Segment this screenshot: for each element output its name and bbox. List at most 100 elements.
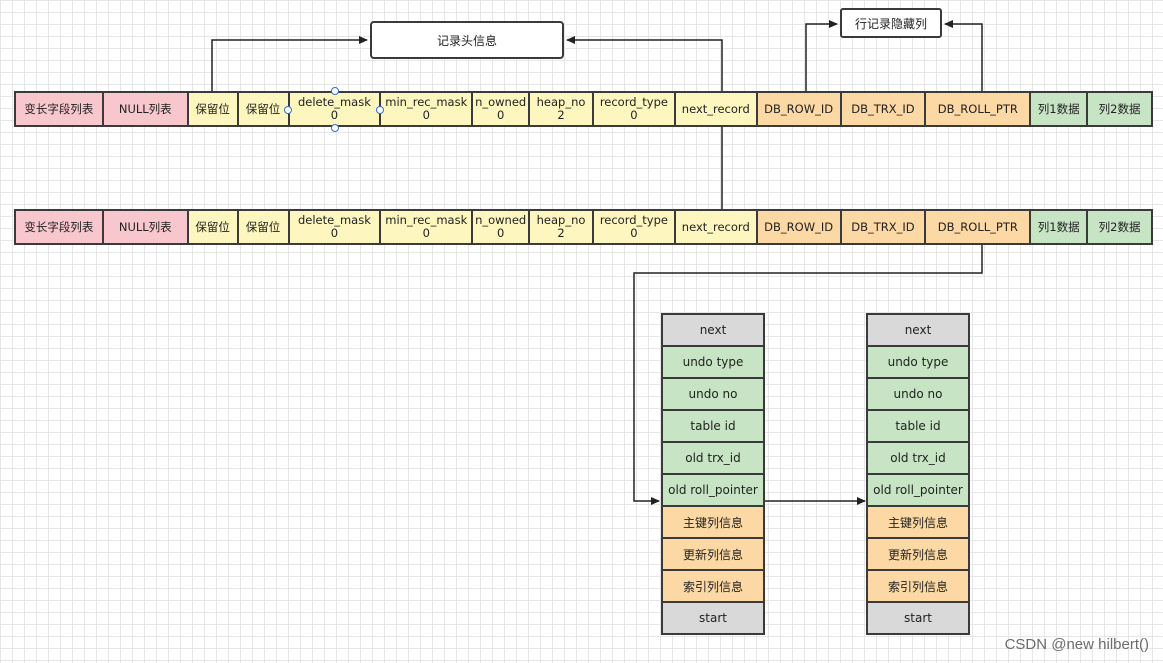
undo-field-old-trx-id: old trx_id	[661, 441, 765, 475]
cell-reserved-1: 保留位	[188, 93, 239, 125]
record-header-info-box: 记录头信息	[370, 21, 564, 59]
arrow-reserved-to-header	[211, 36, 368, 91]
hidden-columns-box: 行记录隐藏列	[840, 8, 942, 38]
arrow-roll-ptr-to-hidden	[944, 20, 983, 91]
cell-db-row-id: DB_ROW_ID	[757, 93, 842, 125]
cell-db-trx-id: DB_TRX_ID	[841, 93, 927, 125]
cell-label: record_type	[599, 213, 668, 227]
cell-label: delete_mask	[297, 213, 371, 227]
selection-handle-bottom[interactable]	[331, 124, 339, 132]
cell-label: 列2数据	[1098, 219, 1141, 234]
undo-field-start: start	[661, 601, 765, 635]
undo-field-index-columns-info: 索引列信息	[866, 569, 970, 603]
cell-label: next_record	[681, 219, 750, 234]
record-header-info-label: 记录头信息	[436, 33, 497, 48]
undo-field-updated-columns-info: 更新列信息	[866, 537, 970, 571]
undo-field-updated-columns-info: 更新列信息	[661, 537, 765, 571]
cell-column-2-data: 列2数据	[1088, 93, 1152, 125]
undo-field-primary-key-info: 主键列信息	[661, 505, 765, 539]
cell-value: 0	[496, 226, 505, 240]
undo-log-2: next undo type undo no table id old trx_…	[866, 313, 970, 635]
undo-field-old-roll-pointer: old roll_pointer	[866, 473, 970, 507]
cell-label: 保留位	[245, 219, 281, 234]
cell-label: n_owned	[475, 213, 527, 227]
hidden-columns-label: 行记录隐藏列	[854, 16, 927, 31]
cell-label: record_type	[599, 95, 668, 109]
cell-label: DB_ROLL_PTR	[937, 219, 1018, 234]
cell-column-1-data: 列1数据	[1031, 93, 1089, 125]
cell-label: 列1数据	[1037, 219, 1080, 234]
cell-value: 2	[557, 226, 565, 240]
cell-value: 0	[630, 226, 638, 240]
cell-label: 保留位	[245, 101, 281, 116]
cell-value: 0	[422, 226, 430, 240]
undo-field-primary-key-info: 主键列信息	[866, 505, 970, 539]
cell-label: 变长字段列表	[24, 101, 94, 116]
cell-column-2-data: 列2数据	[1088, 211, 1152, 243]
undo-field-undo-no: undo no	[866, 377, 970, 411]
selection-handle-right[interactable]	[376, 106, 384, 114]
cell-label: NULL列表	[118, 101, 172, 116]
undo-field-old-roll-pointer: old roll_pointer	[661, 473, 765, 507]
undo-field-table-id: table id	[661, 409, 765, 443]
cell-label: DB_ROW_ID	[764, 219, 834, 234]
arrow-roll-ptr-to-undo	[633, 245, 983, 505]
cell-null-list: NULL列表	[103, 93, 189, 125]
cell-label: 列1数据	[1037, 101, 1080, 116]
cell-label: 列2数据	[1098, 101, 1141, 116]
cell-reserved-2: 保留位	[238, 211, 290, 243]
cell-column-1-data: 列1数据	[1031, 211, 1089, 243]
cell-label: next_record	[681, 101, 750, 116]
cell-value: 0	[330, 108, 339, 122]
undo-field-table-id: table id	[866, 409, 970, 443]
cell-label: DB_TRX_ID	[851, 101, 915, 116]
cell-value: 0	[422, 108, 430, 122]
cell-label: 变长字段列表	[24, 219, 94, 234]
undo-log-1: next undo type undo no table id old trx_…	[661, 313, 765, 635]
cell-db-trx-id: DB_TRX_ID	[841, 211, 927, 243]
undo-field-old-trx-id: old trx_id	[866, 441, 970, 475]
cell-label: heap_no	[536, 95, 586, 109]
cell-label: 保留位	[195, 101, 230, 116]
cell-value: 0	[630, 108, 638, 122]
undo-field-start: start	[866, 601, 970, 635]
cell-db-roll-ptr: DB_ROLL_PTR	[926, 93, 1032, 125]
cell-null-list: NULL列表	[103, 211, 189, 243]
undo-field-index-columns-info: 索引列信息	[661, 569, 765, 603]
arrow-row-id-to-hidden	[805, 20, 838, 91]
cell-reserved-1: 保留位	[188, 211, 239, 243]
undo-field-undo-type: undo type	[866, 345, 970, 379]
undo-field-next: next	[661, 313, 765, 347]
undo-field-undo-type: undo type	[661, 345, 765, 379]
cell-label: NULL列表	[118, 219, 172, 234]
cell-db-row-id: DB_ROW_ID	[757, 211, 842, 243]
cell-variable-length-fields: 变长字段列表	[16, 211, 104, 243]
selection-handle-left[interactable]	[284, 106, 292, 114]
cell-label: 保留位	[195, 219, 230, 234]
cell-value: 0	[496, 108, 505, 122]
cell-db-roll-ptr: DB_ROLL_PTR	[926, 211, 1032, 243]
cell-variable-length-fields: 变长字段列表	[16, 93, 104, 125]
watermark: CSDN @new hilbert()	[1004, 636, 1149, 653]
selection-handle-top[interactable]	[331, 87, 339, 95]
cell-value: 2	[557, 108, 565, 122]
cell-label: DB_ROLL_PTR	[937, 101, 1018, 116]
undo-field-next: next	[866, 313, 970, 347]
undo-field-undo-no: undo no	[661, 377, 765, 411]
arrow-next-record-to-header	[566, 36, 723, 91]
cell-next-record: next_record	[675, 211, 758, 243]
cell-label: DB_ROW_ID	[764, 101, 834, 116]
cell-label: delete_mask	[297, 95, 371, 109]
cell-label: heap_no	[536, 213, 586, 227]
